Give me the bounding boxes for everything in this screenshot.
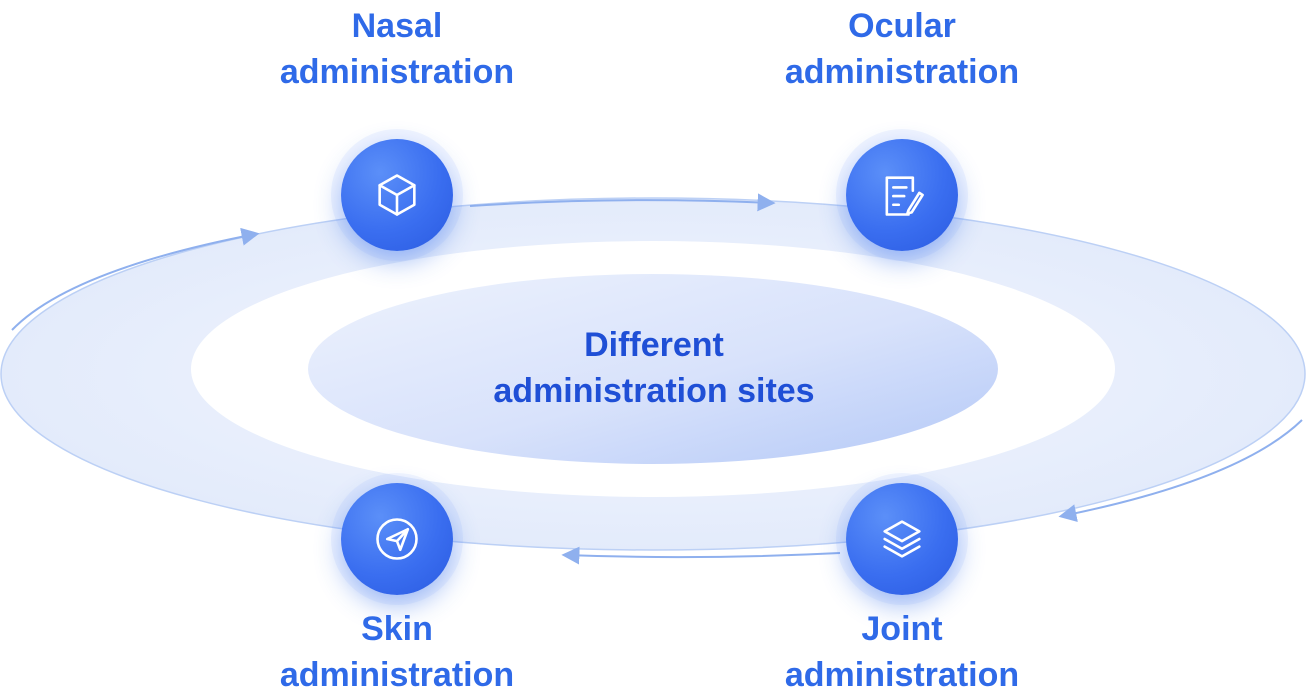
center-label-line2: administration sites [493, 372, 815, 410]
arrow-right-down [1058, 419, 1303, 522]
ocular-node [846, 139, 958, 251]
paper-plane-icon [376, 518, 418, 560]
arrow-left-up [11, 227, 260, 331]
center-label: Different administration sites [404, 322, 904, 414]
joint-label: Joint administration [722, 606, 1082, 698]
joint-node [846, 483, 958, 595]
inner-ellipse [308, 274, 998, 464]
center-label-line1: Different [584, 326, 724, 364]
ocular-label-line2: administration [784, 53, 1020, 91]
arrow-top [469, 193, 776, 212]
nasal-node [341, 139, 453, 251]
ocular-label-line1: Ocular [848, 7, 956, 45]
skin-label: Skin administration [217, 606, 577, 698]
arrow-bottom [561, 546, 841, 565]
nasal-label-line2: administration [279, 53, 515, 91]
document-edit-icon [885, 176, 924, 216]
nasal-label-line1: Nasal [351, 7, 443, 45]
skin-label-line1: Skin [361, 610, 433, 648]
layers-icon [883, 520, 921, 558]
cube-icon [378, 174, 416, 216]
skin-label-line2: administration [279, 656, 515, 694]
joint-label-line2: administration [784, 656, 1020, 694]
skin-node [341, 483, 453, 595]
nasal-label: Nasal administration [217, 3, 577, 95]
joint-label-line1: Joint [861, 610, 943, 648]
ocular-label: Ocular administration [722, 3, 1082, 95]
